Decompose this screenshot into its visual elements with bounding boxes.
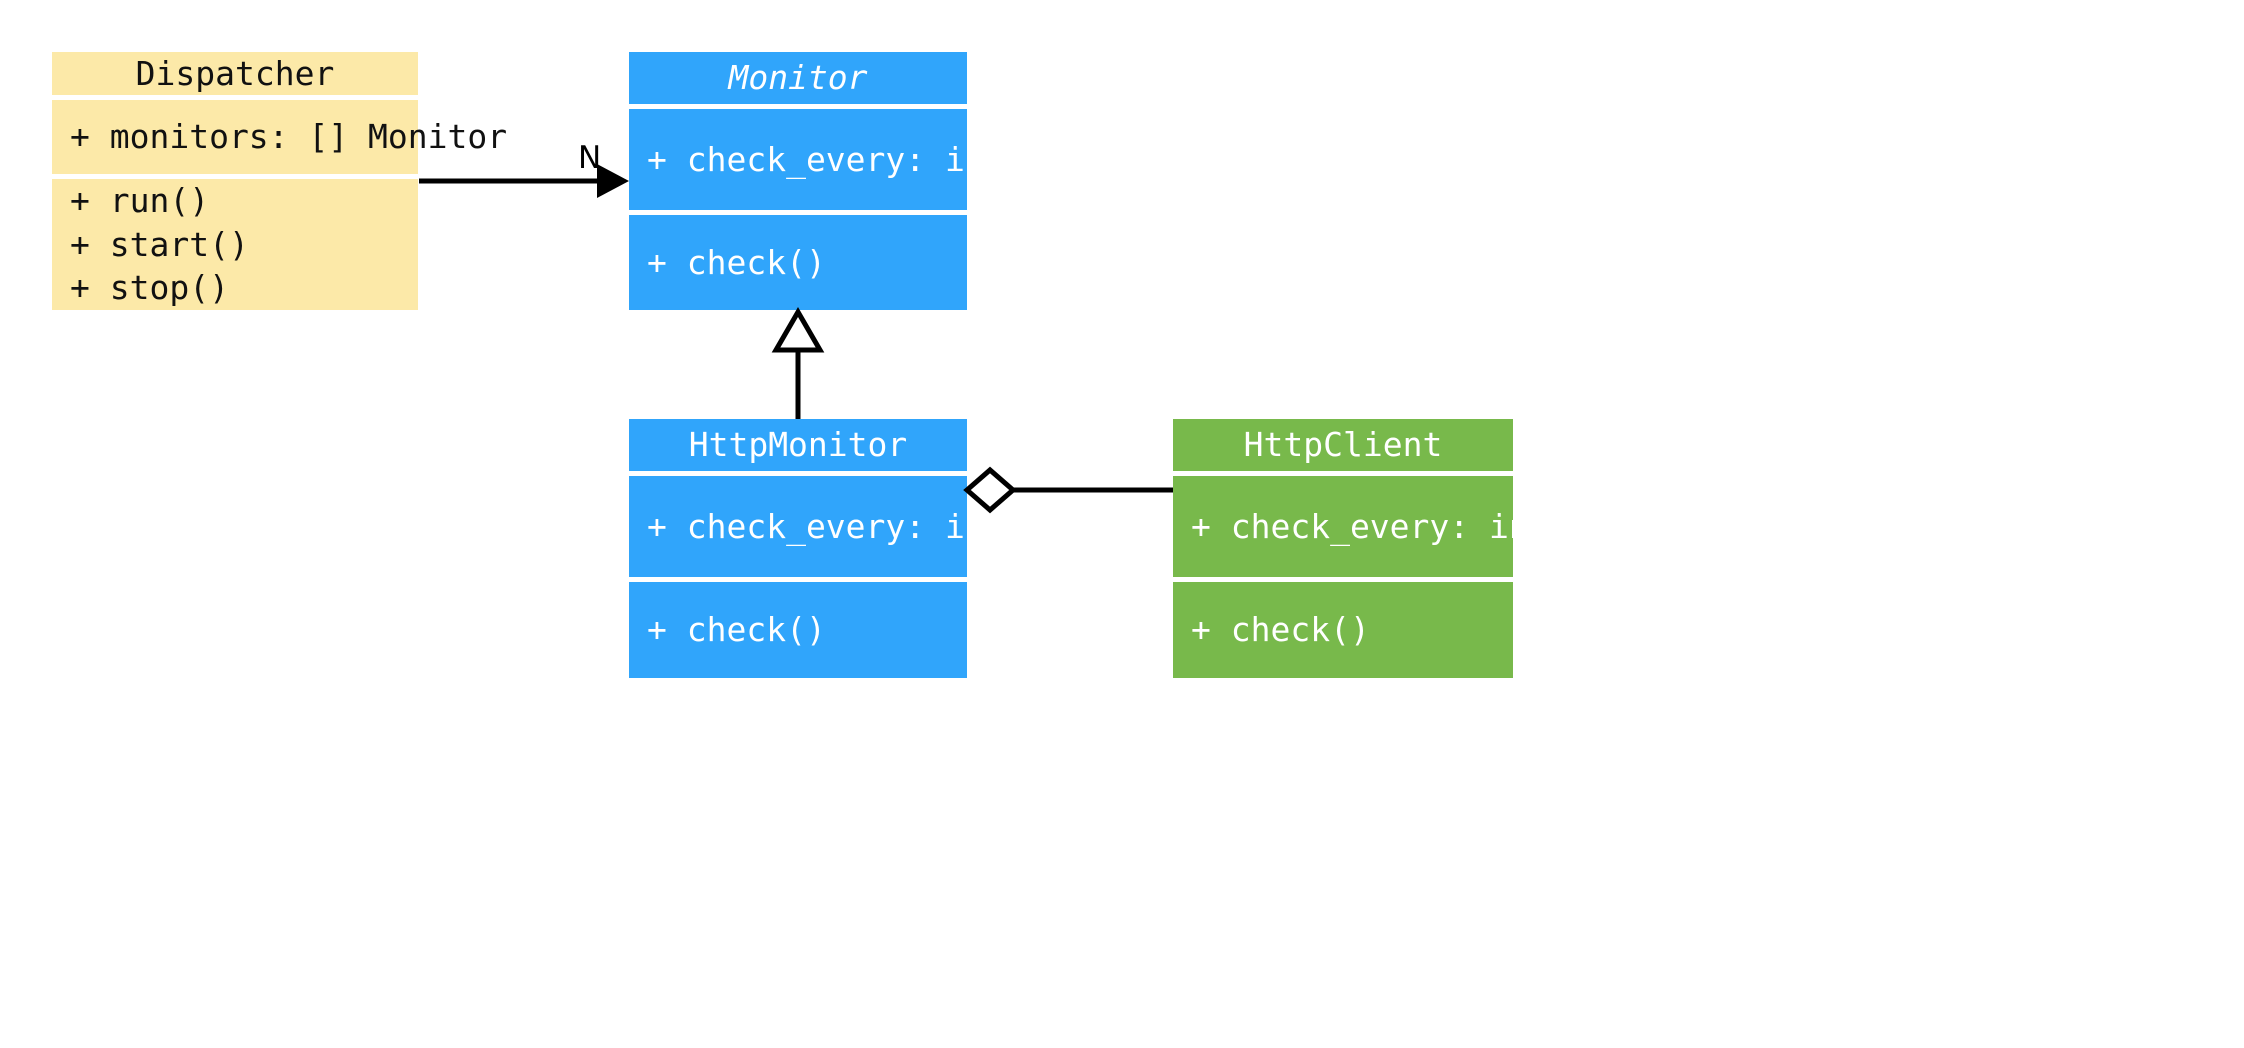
class-attributes-compartment-httpclient: + check_every: int — [1173, 476, 1549, 577]
class-attributes-compartment-dispatcher: + monitors: [] Monitor — [52, 99, 508, 175]
operation-row: + start() — [70, 224, 249, 264]
class-title-compartment-httpmonitor: HttpMonitor — [629, 419, 967, 471]
operation-row: + check() — [1191, 610, 1370, 650]
association-multiplicity-label: N — [578, 140, 602, 176]
class-box-dispatcher[interactable]: Dispatcher + monitors: [] Monitor + run(… — [52, 52, 508, 310]
class-operations-compartment-monitor: + check() — [629, 215, 967, 310]
filled-triangle-arrowhead-icon — [597, 164, 629, 198]
class-box-httpclient[interactable]: HttpClient + check_every: int + check() — [1173, 419, 1549, 678]
class-name-monitor: Monitor — [728, 58, 868, 98]
operation-row: + check() — [647, 242, 826, 282]
class-name-dispatcher: Dispatcher — [135, 53, 335, 93]
relationship-aggregation-httpmonitor-httpclient — [963, 466, 1173, 514]
class-title-compartment-dispatcher: Dispatcher — [52, 52, 418, 95]
class-attributes-compartment-httpmonitor: + check_every: int — [629, 476, 1005, 577]
attribute-row: + check_every: int — [647, 506, 1005, 546]
class-box-httpmonitor[interactable]: HttpMonitor + check_every: int + check() — [629, 419, 1005, 678]
operation-row: + run() — [70, 181, 210, 221]
hollow-triangle-arrowhead-icon — [771, 307, 825, 353]
relationship-inheritance-httpmonitor-monitor — [771, 307, 825, 419]
class-operations-compartment-httpclient: + check() — [1173, 582, 1513, 678]
class-name-httpmonitor: HttpMonitor — [688, 425, 908, 465]
operation-row: + stop() — [70, 268, 229, 308]
class-box-monitor[interactable]: Monitor + check_every: int + check() — [629, 52, 1005, 310]
attribute-row: + check_every: int — [647, 139, 1005, 179]
attribute-row: + check_every: int — [1191, 506, 1549, 546]
attribute-row: + monitors: [] Monitor — [70, 117, 508, 157]
operation-row: + check() — [647, 610, 826, 650]
class-attributes-compartment-monitor: + check_every: int — [629, 109, 1005, 210]
class-operations-compartment-dispatcher: + run() + start() + stop() — [52, 179, 418, 310]
class-operations-compartment-httpmonitor: + check() — [629, 582, 967, 678]
class-title-compartment-monitor: Monitor — [629, 52, 967, 104]
class-name-httpclient: HttpClient — [1243, 425, 1443, 465]
class-title-compartment-httpclient: HttpClient — [1173, 419, 1513, 471]
